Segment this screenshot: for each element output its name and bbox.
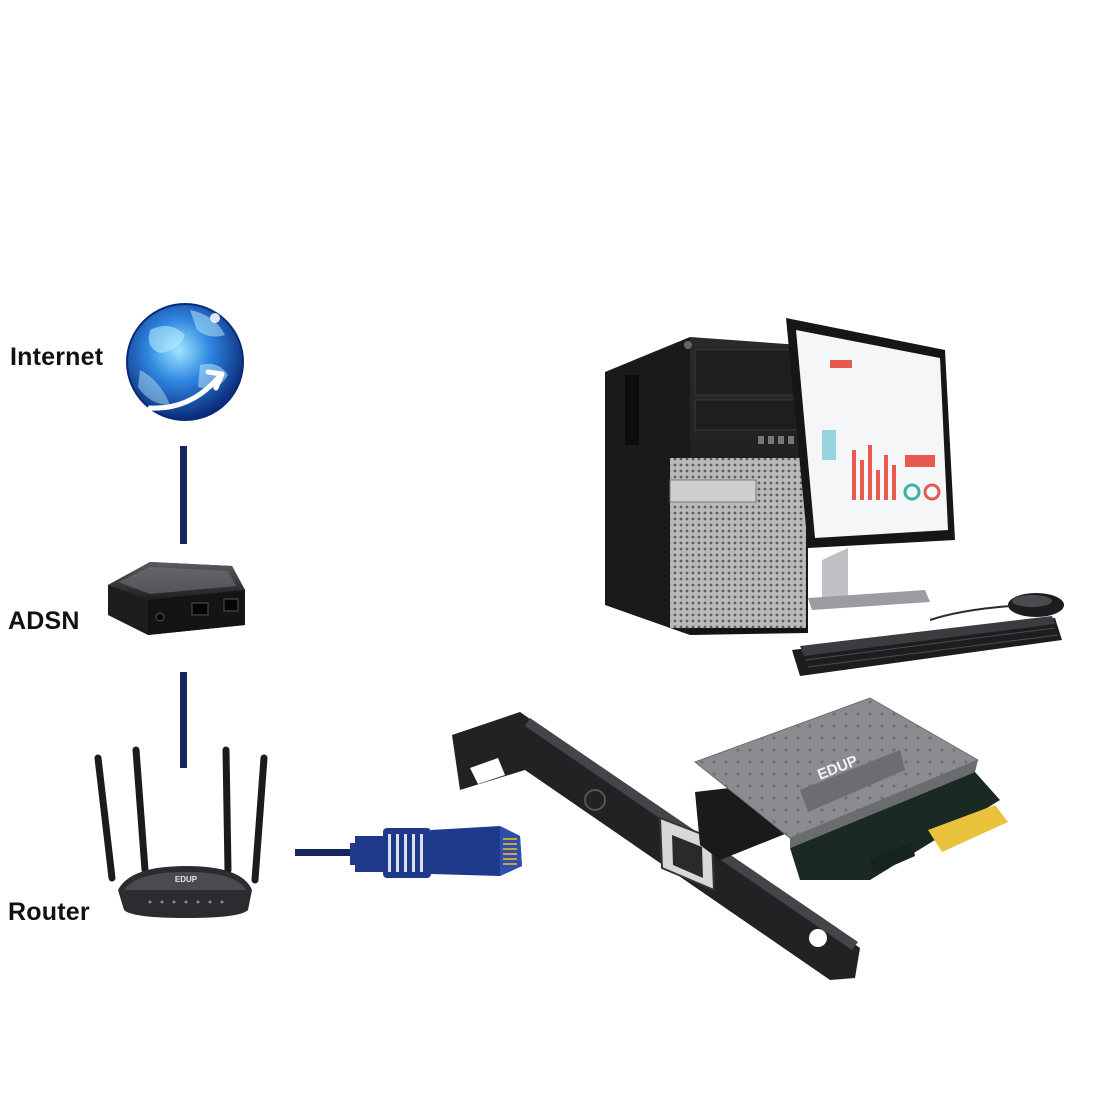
internet-label: Internet	[10, 343, 104, 371]
adsn-label: ADSN	[8, 607, 80, 635]
pcie-network-card-icon: EDUP	[452, 697, 1008, 980]
globe-icon	[126, 303, 244, 421]
link-router-card	[295, 849, 365, 856]
router-brand-text: EDUP	[175, 875, 198, 884]
pc-tower-icon	[605, 337, 808, 635]
monitor-icon	[786, 318, 955, 610]
link-internet-adsn	[180, 446, 187, 544]
router-icon: EDUP	[94, 746, 268, 918]
keyboard-icon	[792, 616, 1062, 676]
router-label: Router	[8, 898, 90, 926]
mouse-icon	[929, 593, 1064, 621]
ethernet-cable-icon	[350, 826, 522, 878]
link-adsn-router	[180, 672, 187, 768]
adsn-modem-icon	[108, 562, 245, 635]
